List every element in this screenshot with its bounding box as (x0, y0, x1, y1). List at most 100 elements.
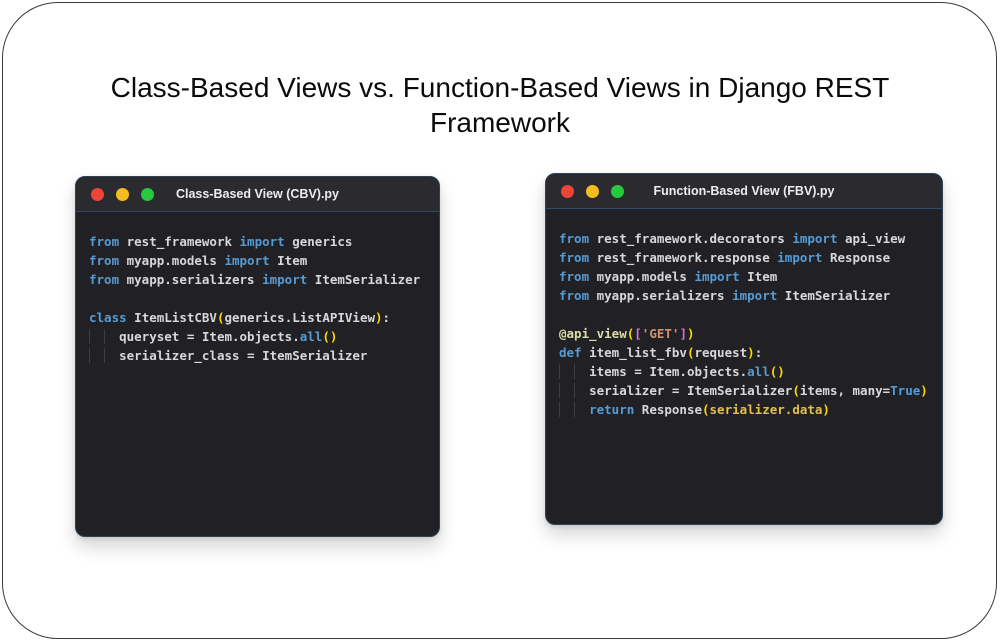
code-editor-fbv: from rest_framework.decorators import ap… (546, 209, 942, 419)
code-token: rest_framework.decorators (589, 231, 793, 246)
traffic-lights (561, 184, 624, 198)
code-line (559, 305, 929, 324)
close-button[interactable] (561, 184, 574, 198)
code-token: @api_view (559, 326, 627, 341)
code-token: () (769, 364, 785, 379)
code-token: Response (634, 402, 702, 417)
code-line: class ItemListCBV(generics.ListAPIView): (89, 308, 426, 327)
code-token: ( (686, 345, 695, 360)
code-token: ( (626, 326, 635, 341)
code-token: from (89, 272, 120, 287)
code-token (559, 364, 590, 379)
code-token: True (890, 383, 921, 398)
code-token: ) (686, 326, 695, 341)
page-title-line-1: Class-Based Views vs. Function-Based Vie… (110, 72, 890, 103)
code-token: ) (920, 383, 928, 398)
code-token: myapp.serializers (119, 272, 263, 287)
code-token: request (694, 345, 748, 360)
code-line: items = Item.objects.all() (559, 362, 929, 381)
code-token: ( (216, 310, 225, 325)
minimize-button[interactable] (586, 184, 599, 198)
code-token: myapp.models (119, 253, 225, 268)
code-token: ( (792, 383, 800, 398)
code-token: Item (739, 269, 778, 284)
window-cbv: Class-Based View (CBV).py from rest_fram… (75, 176, 440, 537)
code-token: import (694, 269, 740, 284)
code-token: myapp.serializers (589, 288, 733, 303)
code-token: ] (679, 326, 687, 341)
code-token: import (777, 250, 823, 265)
code-token: rest_framework (119, 234, 240, 249)
code-token: items, many= (799, 383, 891, 398)
code-line: from myapp.models import Item (89, 251, 426, 270)
code-token: from (89, 234, 120, 249)
code-token: import (732, 288, 778, 303)
code-token: from (559, 250, 590, 265)
code-token: Response (822, 250, 891, 265)
code-token: () (322, 329, 338, 344)
window-fbv-titlebar: Function-Based View (FBV).py (546, 174, 942, 209)
code-token (559, 402, 590, 417)
code-token: def (559, 345, 582, 360)
code-token: from (89, 253, 120, 268)
code-line: from rest_framework.decorators import ap… (559, 229, 929, 248)
code-token (559, 383, 590, 398)
code-line: return Response(serializer.data) (559, 400, 929, 419)
code-token: myapp.models (589, 269, 695, 284)
code-line: serializer = ItemSerializer(items, many=… (559, 381, 929, 400)
code-token (89, 329, 120, 344)
code-token: : (754, 345, 763, 360)
code-token: from (559, 231, 590, 246)
code-line: from myapp.serializers import ItemSerial… (89, 270, 426, 289)
minimize-button[interactable] (116, 187, 129, 201)
traffic-lights (91, 187, 154, 201)
code-token: import (224, 253, 270, 268)
zoom-button[interactable] (141, 187, 154, 201)
code-token: ) (375, 310, 383, 325)
code-token: class (89, 310, 127, 325)
close-button[interactable] (91, 187, 104, 201)
code-token: from (559, 269, 590, 284)
code-line: queryset = Item.objects.all() (89, 327, 426, 346)
code-token: all (299, 329, 323, 344)
code-token: ( (702, 402, 710, 417)
code-token: all (747, 364, 770, 379)
code-token: from (559, 288, 590, 303)
page-title-line-2: Framework (429, 107, 570, 138)
code-token: serializer = ItemSerializer (589, 383, 793, 398)
code-line (89, 289, 426, 308)
window-cbv-titlebar: Class-Based View (CBV).py (76, 177, 439, 212)
code-token: serializer_class = ItemSerializer (119, 348, 368, 363)
code-line: from myapp.serializers import ItemSerial… (559, 286, 929, 305)
code-token: rest_framework.response (589, 250, 778, 265)
code-token: ItemSerializer (307, 272, 421, 287)
code-token: 'GET' (641, 326, 680, 341)
page-title: Class-Based Views vs. Function-Based Vie… (0, 70, 1000, 140)
code-token: [ (634, 326, 642, 341)
window-fbv: Function-Based View (FBV).py from rest_f… (545, 173, 943, 525)
code-line: @api_view(['GET']) (559, 324, 929, 343)
code-line: serializer_class = ItemSerializer (89, 346, 426, 365)
code-token: generics.ListAPIView (224, 310, 375, 325)
code-token: queryset = Item.objects. (119, 329, 300, 344)
code-token: : (382, 310, 391, 325)
code-token: serializer.data (709, 402, 823, 417)
code-token: ItemListCBV (126, 310, 217, 325)
zoom-button[interactable] (611, 184, 624, 198)
code-token: ) (822, 402, 830, 417)
code-token: import (792, 231, 838, 246)
code-token: return (589, 402, 635, 417)
code-line: from myapp.models import Item (559, 267, 929, 286)
code-token: api_view (837, 231, 906, 246)
code-line: from rest_framework import generics (89, 232, 426, 251)
code-token (89, 348, 120, 363)
code-token: item_list_fbv (581, 345, 687, 360)
code-token: ItemSerializer (777, 288, 891, 303)
code-token: ) (747, 345, 755, 360)
code-line: from rest_framework.response import Resp… (559, 248, 929, 267)
code-token: items = Item.objects. (589, 364, 748, 379)
code-line: def item_list_fbv(request): (559, 343, 929, 362)
code-token: import (262, 272, 308, 287)
code-token: Item (269, 253, 308, 268)
